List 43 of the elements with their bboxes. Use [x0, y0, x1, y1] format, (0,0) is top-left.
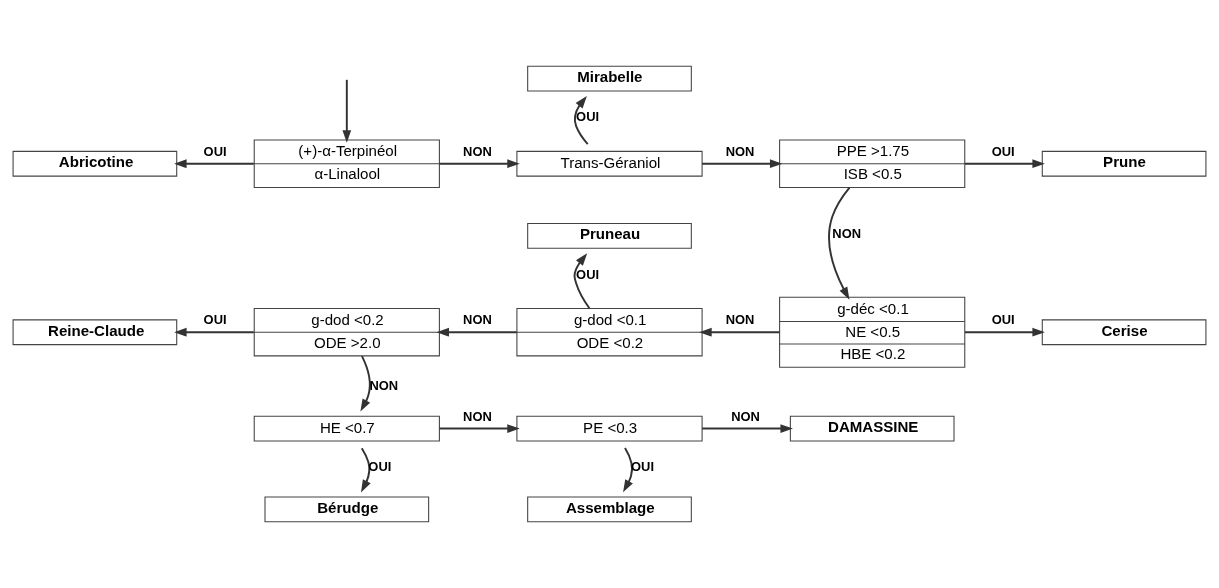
arrow: [174, 159, 255, 169]
edge-label: NON: [463, 408, 492, 424]
edge-label: NON: [725, 143, 755, 159]
node-box: Abricotine: [12, 150, 178, 177]
node-box: Pruneau: [527, 222, 692, 249]
edge-label: OUI: [203, 143, 227, 159]
edge-label: OUI: [991, 312, 1015, 328]
edge-label: OUI: [203, 312, 227, 328]
arrow: [342, 78, 352, 143]
arrow: [573, 253, 591, 310]
edge-label: NON: [463, 143, 492, 159]
node-box: Trans-Géraniol: [516, 150, 703, 177]
arrow: [436, 327, 518, 337]
arrow: [963, 159, 1045, 169]
node-box: Cerise: [1041, 319, 1207, 346]
arrow: [701, 424, 793, 433]
arrow: [360, 355, 371, 412]
arrow: [623, 447, 633, 493]
edge-label: OUI: [576, 109, 600, 125]
arrow: [573, 96, 589, 145]
arrow: [174, 327, 255, 337]
edge-label: OUI: [991, 143, 1015, 159]
edge-label: NON: [731, 408, 760, 424]
arrow: [963, 327, 1045, 337]
edge-label: NON: [832, 226, 862, 242]
arrow: [828, 186, 851, 300]
edge-label: OUI: [576, 266, 600, 282]
edge-label: NON: [725, 312, 755, 328]
arrow: [438, 159, 520, 169]
node-box: PE <0.3: [516, 415, 703, 442]
arrow: [438, 424, 520, 433]
edge-label: NON: [369, 378, 399, 394]
edge-label: NON: [463, 312, 492, 328]
arrow: [699, 327, 781, 337]
node-box: Mirabelle: [527, 65, 692, 92]
node-box: Reine-Claude: [12, 319, 178, 346]
node-box: Prune: [1041, 150, 1207, 177]
node-box: DAMASSINE: [789, 415, 955, 442]
node-box: Bérudge: [264, 496, 430, 523]
arrow: [360, 447, 371, 493]
node-box: HE <0.7: [253, 415, 440, 442]
arrow: [701, 159, 783, 169]
node-box: Assemblage: [527, 496, 692, 523]
